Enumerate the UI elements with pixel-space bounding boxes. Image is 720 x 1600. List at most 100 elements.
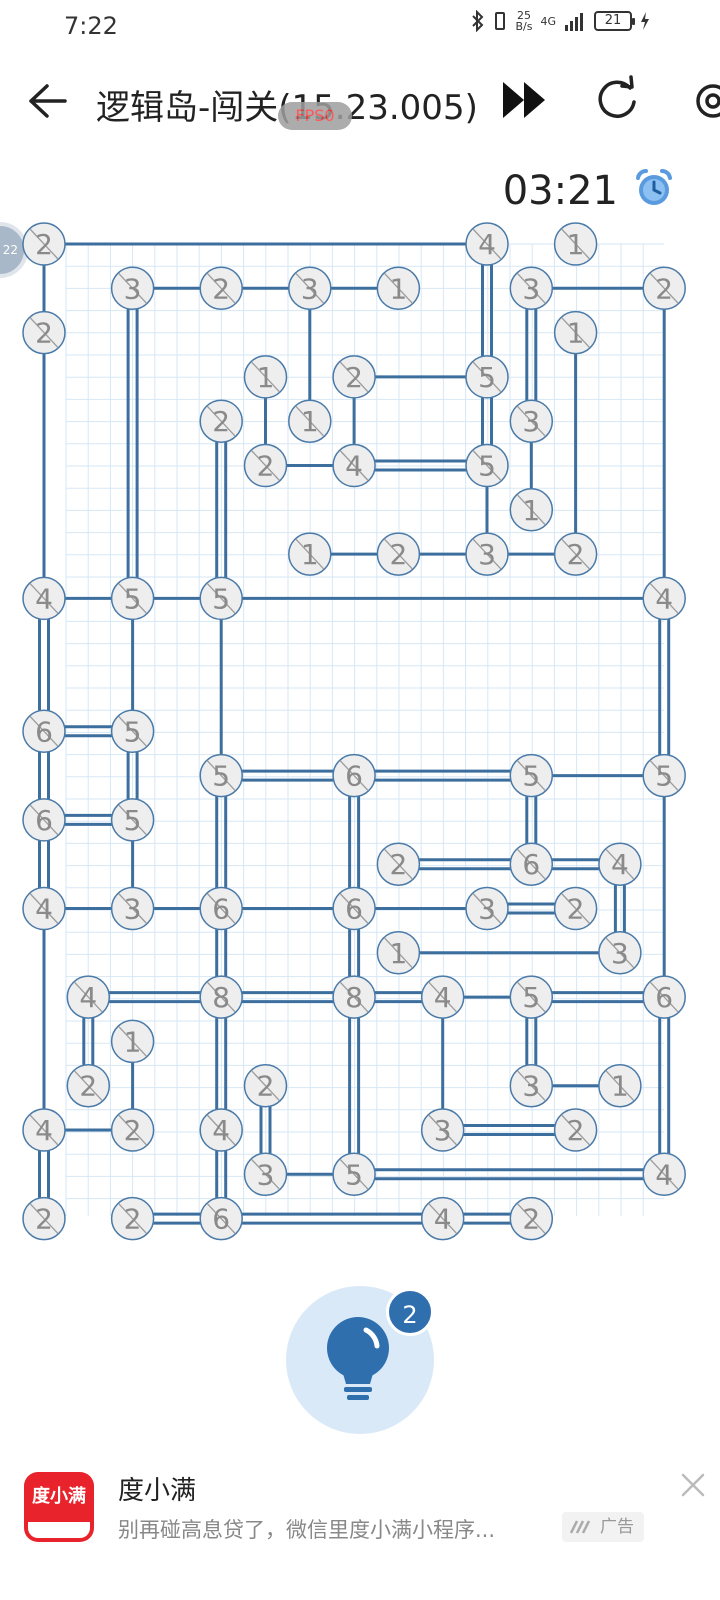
island-complete-mark [206,582,236,614]
skip-level-button[interactable] [500,78,550,122]
island-complete-mark [29,1114,59,1146]
close-icon [681,1473,705,1497]
island-number: 2 [567,1114,585,1147]
ad-banner[interactable]: 度小满 度小满 别再碰高息贷了，微信里度小满小程序... 广告 [0,1456,720,1586]
island-number: 2 [655,272,673,305]
island-complete-mark [206,760,236,792]
island-number: 5 [124,715,142,748]
ad-close-button[interactable] [678,1470,708,1500]
island-number: 4 [345,450,363,483]
fps-badge: FPS0 [278,102,352,130]
island-number: 3 [522,272,540,305]
island-complete-mark [118,1203,148,1235]
timer: 03:21 [502,168,618,214]
island-number: 1 [389,937,407,970]
net-speed: 25 B/s [515,9,533,33]
lightbulb-icon [327,1317,389,1400]
island-number: 1 [301,538,319,571]
island-number: 2 [257,1070,275,1103]
arrow-left-icon [29,84,67,118]
island-number: 2 [567,538,585,571]
island-number: 3 [611,937,629,970]
island-complete-mark [383,848,413,880]
island-complete-mark [428,981,458,1013]
island-number: 5 [212,582,230,615]
island-number: 3 [478,893,496,926]
island-number: 4 [35,582,53,615]
island-complete-mark [516,1070,546,1102]
island-number: 1 [257,361,275,394]
island-complete-mark [649,760,679,792]
island-number: 2 [522,1203,540,1236]
island-number: 4 [35,893,53,926]
ad-source-icon [570,1520,591,1534]
island-number: 6 [212,1203,230,1236]
island-number: 5 [522,981,540,1014]
island-number: 6 [522,848,540,881]
island-number: 4 [434,981,452,1014]
ad-logo[interactable]: 度小满 [24,1472,94,1542]
island-complete-mark [649,1158,679,1190]
island-complete-mark [118,1025,148,1057]
back-button[interactable] [22,76,72,126]
island-complete-mark [649,272,679,304]
island-complete-mark [251,450,280,481]
fast-forward-icon [503,82,545,118]
ad-description[interactable]: 别再碰高息贷了，微信里度小满小程序... [118,1518,496,1542]
island-number: 3 [522,1070,540,1103]
island-complete-mark [561,228,591,260]
island-number: 3 [478,538,496,571]
island-complete-mark [295,272,325,304]
island-complete-mark [29,804,59,836]
island-number: 3 [522,405,540,438]
island-complete-mark [516,272,546,304]
island-number: 2 [212,405,230,438]
island-number: 3 [124,893,142,926]
island-number: 3 [434,1114,452,1147]
island-number: 6 [212,893,230,926]
status-bar: 7:22 25 B/s 4G 21 [0,0,720,56]
island-complete-mark [251,361,280,393]
island-number: 3 [257,1158,275,1191]
island-number: 6 [35,715,53,748]
island-complete-mark [649,981,679,1013]
island-complete-mark [206,272,236,304]
restart-button[interactable] [592,74,642,124]
island-complete-mark [29,893,59,924]
battery-icon: 21 [594,11,635,31]
island-number: 2 [79,1070,97,1103]
island-complete-mark [206,405,236,437]
refresh-icon [598,75,636,118]
island-number: 2 [212,272,230,305]
island-complete-mark [251,1070,280,1102]
island-complete-mark [339,450,369,481]
island-complete-mark [649,582,679,614]
island-complete-mark [561,317,591,349]
island-complete-mark [73,1070,103,1102]
island-number: 2 [345,361,363,394]
island-complete-mark [472,450,502,481]
island-number: 4 [212,1114,230,1147]
alarm-clock-icon [636,168,672,205]
island-complete-mark [561,1114,591,1146]
island-number: 1 [611,1070,629,1103]
island-complete-mark [118,804,148,836]
island-number: 4 [35,1114,53,1147]
island-complete-mark [29,1203,59,1235]
island-number: 1 [389,272,407,305]
ad-title[interactable]: 度小满 [118,1476,197,1506]
island-number: 2 [124,1114,142,1147]
island-complete-mark [206,893,236,924]
island-number: 8 [345,981,363,1014]
island-number: 6 [655,981,673,1014]
settings-button[interactable] [688,76,720,126]
island-number: 4 [611,848,629,881]
island-complete-mark [472,361,502,393]
island-complete-mark [206,1114,236,1146]
island-complete-mark [339,981,369,1013]
island-complete-mark [516,494,546,526]
island-complete-mark [29,317,59,349]
island-complete-mark [516,848,546,880]
island-complete-mark [118,582,148,614]
